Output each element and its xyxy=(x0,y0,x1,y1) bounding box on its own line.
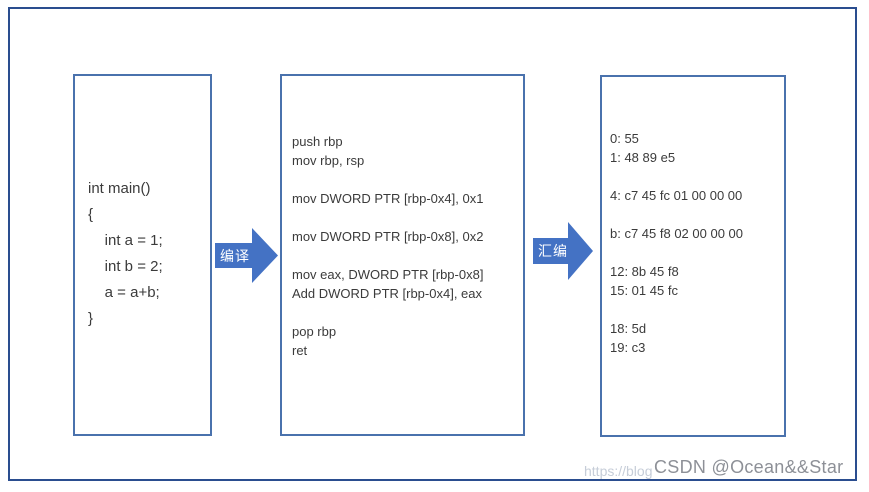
assemble-arrow: 汇编 xyxy=(533,222,593,280)
watermark-text: CSDN @Ocean&&Star xyxy=(654,457,844,477)
assembly-code-text: push rbp mov rbp, rsp mov DWORD PTR [rbp… xyxy=(292,134,484,358)
compile-arrow: 编译 xyxy=(215,228,278,283)
machine-code-text: 0: 55 1: 48 89 e5 4: c7 45 fc 01 00 00 0… xyxy=(610,131,743,355)
assembly-code-box: push rbp mov rbp, rsp mov DWORD PTR [rbp… xyxy=(280,74,525,436)
watermark-url-fragment: https://blog xyxy=(584,463,653,479)
outer-frame xyxy=(8,7,857,481)
source-code-box: int main() { int a = 1; int b = 2; a = a… xyxy=(73,74,212,436)
right-block-arrow-icon xyxy=(215,228,278,283)
source-code-text: int main() { int a = 1; int b = 2; a = a… xyxy=(88,180,163,327)
right-block-arrow-icon xyxy=(533,222,593,280)
machine-code-box: 0: 55 1: 48 89 e5 4: c7 45 fc 01 00 00 0… xyxy=(600,75,786,437)
